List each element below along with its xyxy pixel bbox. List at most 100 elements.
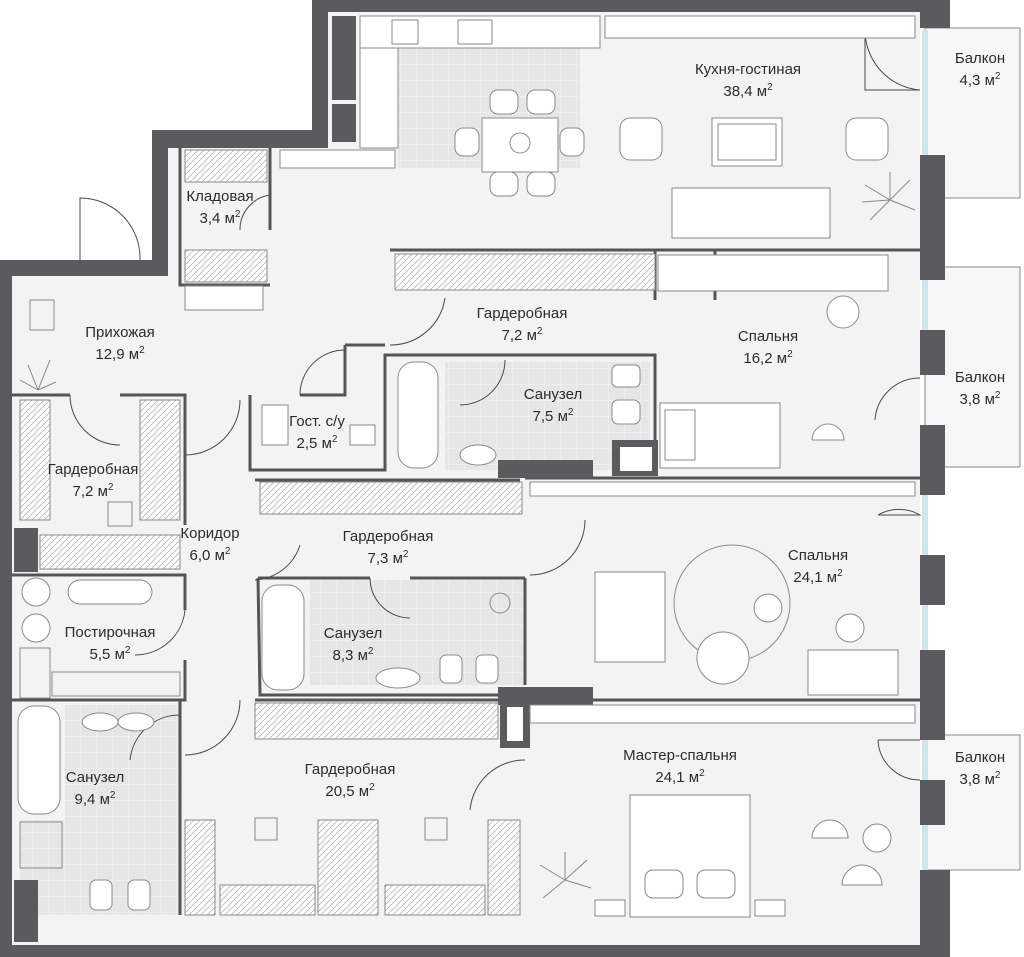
wall-pier	[920, 780, 945, 825]
room-name-wardrobe2: Гардеробная	[48, 461, 139, 478]
ottoman-icon	[424, 817, 448, 841]
wall-pier	[920, 330, 945, 375]
bed-icon	[659, 402, 781, 469]
toilet-icon	[89, 879, 113, 911]
room-area-guestwc: 2,5 м2	[297, 434, 338, 452]
cabinet-icon	[29, 299, 55, 331]
bathroom-fixtures	[17, 361, 641, 911]
room-area-bedroom1: 16,2 м2	[743, 349, 793, 367]
room-name-kitchen: Кухня-гостиная	[695, 61, 801, 78]
hob-icon	[457, 19, 493, 45]
shower-drain-icon	[489, 592, 511, 614]
room-name-bath2: Санузел	[324, 625, 382, 642]
room-area-hall: 12,9 м2	[95, 345, 145, 363]
bench-icon	[184, 285, 264, 311]
nightstand-icon	[594, 899, 626, 917]
kitchen-counter	[359, 15, 601, 49]
wall-pier	[920, 650, 945, 740]
room-name-guestwc: Гост. с/у	[289, 413, 345, 430]
wall-pier	[920, 555, 945, 605]
column	[14, 880, 38, 942]
sink-icon	[81, 712, 119, 732]
room-name-bedroom1: Спальня	[738, 328, 798, 345]
room-area-kitchen: 38,4 м2	[723, 82, 773, 100]
room-area-bath1: 7,5 м2	[533, 407, 574, 425]
room-area-corridor: 6,0 м2	[190, 546, 231, 564]
column	[332, 104, 356, 142]
room-area-master: 24,1 м2	[655, 768, 705, 786]
master-bed-icon	[629, 794, 751, 918]
room-name-balcony1: Балкон	[955, 50, 1005, 67]
dining-table	[481, 117, 559, 173]
bidet-icon	[127, 879, 151, 911]
plant-icon	[539, 852, 592, 899]
ottoman-icon	[254, 817, 278, 841]
room-area-bedroom2: 24,1 м2	[793, 568, 843, 586]
room-area-balcony2: 3,8 м2	[960, 390, 1001, 408]
bathtub-icon	[17, 705, 61, 815]
laundry-counter	[51, 671, 181, 697]
room-name-hall: Прихожая	[85, 324, 155, 341]
dresser-icon	[807, 649, 899, 696]
sink-icon	[375, 667, 421, 689]
column-core	[620, 447, 652, 471]
plant-icon	[19, 359, 57, 391]
sink-icon	[391, 19, 419, 45]
room-name-balcony2: Балкон	[955, 369, 1005, 386]
chair-icon	[454, 127, 480, 157]
shower-tray-icon	[19, 821, 63, 869]
chair-icon	[526, 89, 556, 115]
desk-chair-icon	[835, 613, 865, 643]
armchair-icon	[811, 819, 849, 839]
room-area-bath3: 9,4 м2	[75, 790, 116, 808]
chair-icon	[559, 127, 585, 157]
room-area-wardrobe3: 7,3 м2	[368, 549, 409, 567]
column	[14, 528, 38, 572]
ottoman-icon	[696, 631, 750, 685]
tv-cabinet	[604, 15, 916, 39]
dryer-icon	[21, 613, 51, 643]
kitchen-island	[279, 149, 396, 169]
room-name-wardrobe4: Гардеробная	[305, 761, 396, 778]
bathtub-icon	[397, 361, 439, 469]
armchair-icon	[619, 117, 663, 161]
shelf-icon	[529, 481, 916, 497]
ottoman-icon	[107, 501, 133, 527]
plant-icon	[861, 172, 916, 221]
chair-icon	[526, 171, 556, 197]
sink-icon	[261, 404, 289, 446]
room-name-wardrobe1: Гардеробная	[477, 305, 568, 322]
column	[332, 16, 356, 100]
kitchen-furniture	[279, 15, 916, 239]
room-area-wardrobe1: 7,2 м2	[502, 326, 543, 344]
desk-chair-icon	[826, 295, 860, 329]
bathtub-icon	[261, 584, 305, 691]
laundry-cabinet	[19, 647, 51, 699]
side-table-icon	[753, 593, 783, 623]
doors	[69, 29, 922, 811]
chair-icon	[489, 171, 519, 197]
wall-pier	[920, 425, 945, 495]
flower-vase-icon	[509, 132, 531, 154]
coffee-table	[711, 117, 783, 167]
window-glass	[922, 605, 928, 650]
ironing-board-icon	[67, 579, 153, 605]
column-core	[507, 707, 523, 741]
wardrobes	[19, 149, 656, 916]
room-name-laundry: Постирочная	[65, 624, 156, 641]
washing-machine-icon	[611, 364, 641, 388]
room-area-bath2: 8,3 м2	[333, 646, 374, 664]
bidet-icon	[475, 654, 499, 684]
window-glass	[922, 270, 928, 330]
room-name-bath3: Санузел	[66, 769, 124, 786]
armchair-icon	[594, 571, 666, 663]
room-area-storage: 3,4 м2	[200, 209, 241, 227]
bedroom-furniture	[529, 254, 916, 918]
room-area-laundry: 5,5 м2	[90, 645, 131, 663]
armchair-icon	[845, 117, 889, 161]
room-area-wardrobe2: 7,2 м2	[73, 482, 114, 500]
hall-furniture	[19, 285, 448, 841]
sofa-icon	[671, 187, 831, 239]
